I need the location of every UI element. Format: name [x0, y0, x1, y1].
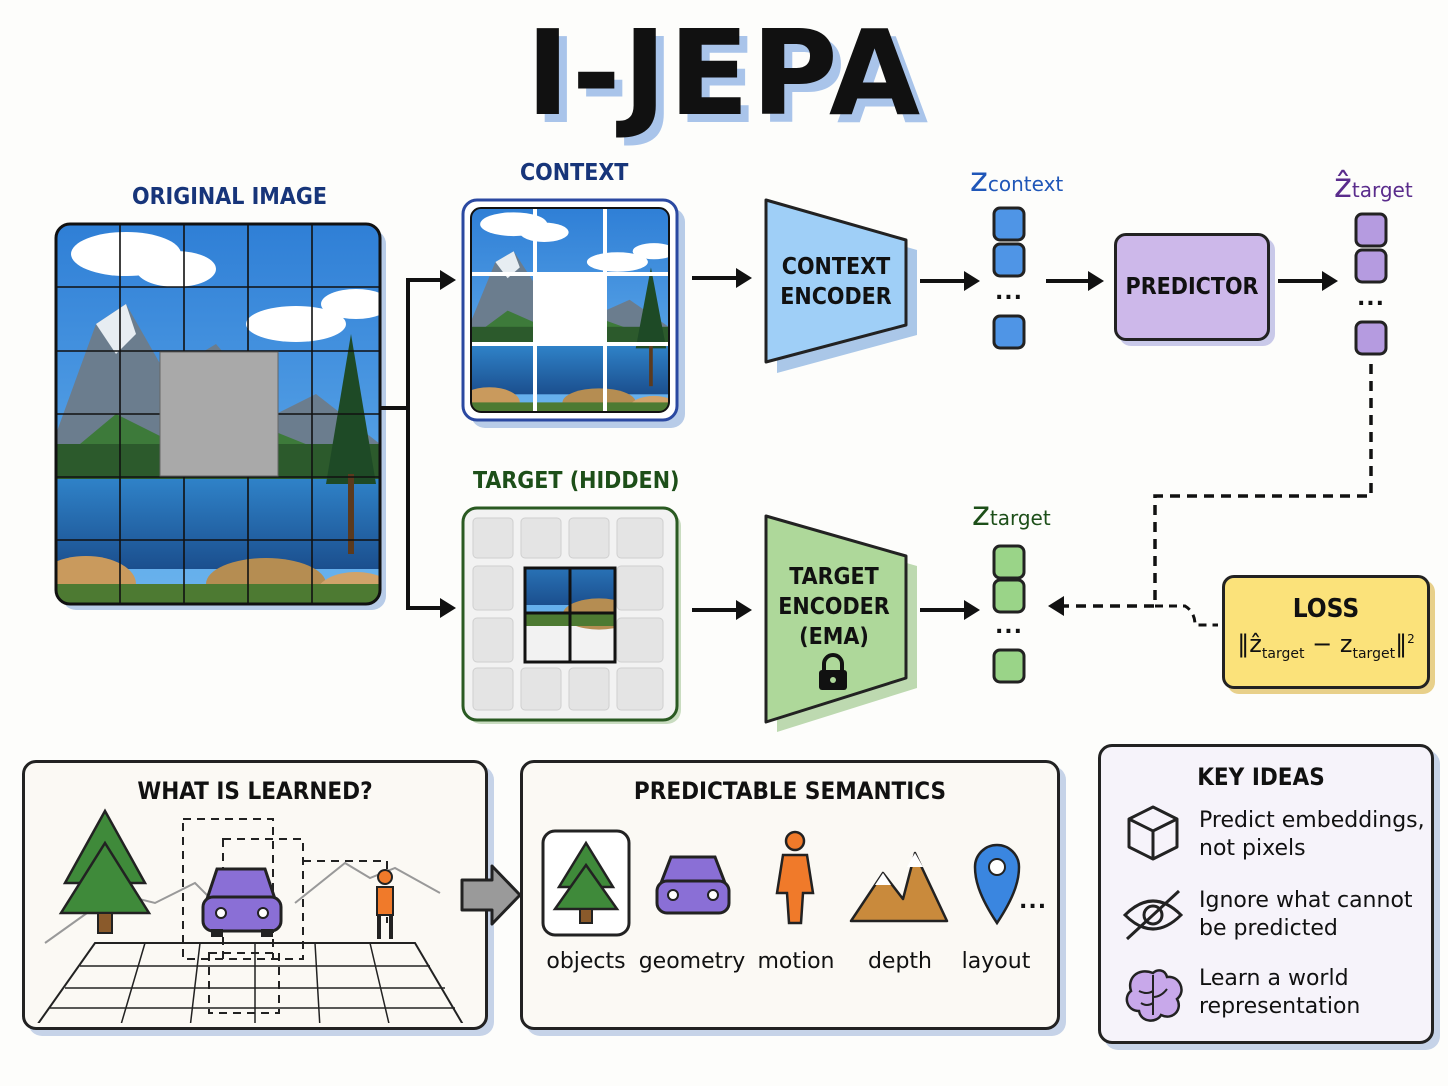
tree-icon — [58, 808, 152, 934]
person-icon — [376, 869, 394, 939]
semantic-label-geometry: geometry — [638, 949, 746, 974]
target-encoder — [764, 514, 917, 732]
semantic-label-motion: motion — [757, 949, 835, 974]
key-ideas-title: KEY IDEAS — [1197, 763, 1325, 791]
key-idea-3: Learn a world representation — [1199, 966, 1361, 1019]
predictor-box: PREDICTOR — [1114, 233, 1270, 341]
target-encoder-label: TARGET ENCODER (EMA) — [778, 564, 890, 650]
z-target-label: ztarget — [972, 494, 1051, 534]
z-target-tokens — [992, 544, 1026, 684]
semantic-label-depth: depth — [867, 949, 933, 974]
cube-icon — [1127, 805, 1179, 861]
semantics-icons — [541, 829, 1021, 937]
key-idea-2: Ignore what cannot be predicted — [1199, 888, 1413, 941]
original-image-label: ORIGINAL IMAGE — [132, 184, 328, 210]
loss-box: LOSS ‖ẑtarget − ztarget‖2 — [1222, 575, 1430, 689]
original-image — [54, 222, 386, 610]
geometry-car-icon — [655, 855, 731, 915]
depth-mountains-icon — [849, 851, 949, 923]
layout-pin-icon — [973, 843, 1021, 926]
semantic-label-layout: layout — [961, 949, 1031, 974]
learned-scene — [37, 808, 464, 1023]
motion-person-icon — [775, 830, 815, 925]
z-context-ellipsis: ... — [994, 280, 1024, 305]
context-encoder-label: CONTEXT ENCODER — [780, 254, 892, 310]
semantic-label-objects: objects — [546, 949, 626, 974]
brain-icon — [1125, 969, 1183, 1022]
loss-formula: ‖ẑtarget − ztarget‖2 — [1237, 630, 1415, 662]
semantics-ellipsis: ... — [1019, 889, 1048, 914]
z-context-label: zcontext — [970, 160, 1064, 200]
context-image — [461, 198, 685, 428]
target-image — [461, 506, 681, 724]
z-context-tokens — [992, 206, 1026, 350]
context-encoder — [764, 198, 917, 373]
car-icon — [201, 867, 283, 937]
z-target-ellipsis: ... — [994, 614, 1024, 639]
key-ideas-panel: KEY IDEAS Predict embeddings, not pixels… — [1098, 744, 1434, 1044]
loss-title: LOSS — [1292, 594, 1360, 624]
predictor-label: PREDICTOR — [1125, 274, 1259, 300]
lock-icon — [819, 653, 847, 690]
predictable-semantics-title: PREDICTABLE SEMANTICS — [633, 777, 947, 805]
what-is-learned-panel: WHAT IS LEARNED? — [22, 760, 488, 1030]
predictable-semantics-panel: PREDICTABLE SEMANTICS — [520, 760, 1060, 1030]
context-label: CONTEXT — [520, 160, 629, 186]
eye-slash-icon — [1122, 889, 1184, 941]
z-hat-target-tokens — [1354, 212, 1388, 356]
arrow-right-icon — [460, 864, 522, 926]
target-hidden-label: TARGET (HIDDEN) — [473, 468, 680, 494]
z-hat-target-label: ẑtarget — [1334, 166, 1413, 206]
page-title: I-JEPA — [525, 4, 923, 142]
z-hat-target-ellipsis: ... — [1356, 286, 1386, 311]
key-idea-1: Predict embeddings, not pixels — [1199, 808, 1425, 861]
key-ideas-icons — [1122, 805, 1184, 1022]
what-is-learned-title: WHAT IS LEARNED? — [137, 777, 373, 805]
objects-tree-icon — [541, 829, 631, 937]
